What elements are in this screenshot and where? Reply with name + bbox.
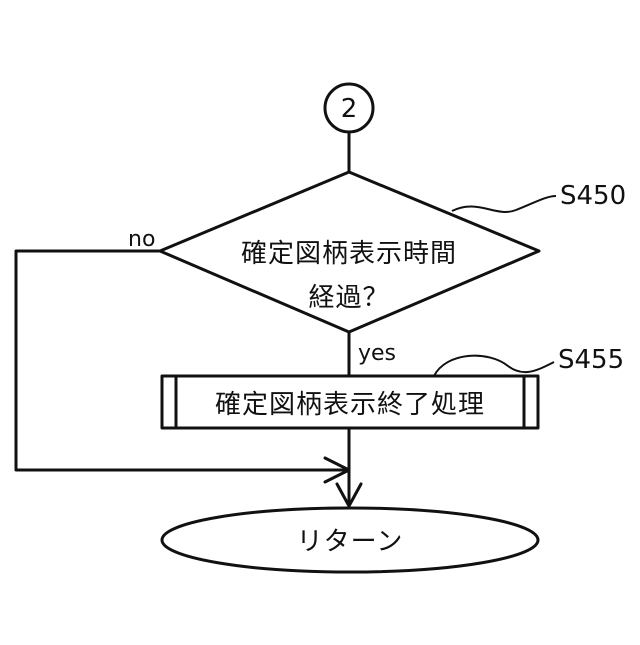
step-leader-s450 [452, 196, 556, 212]
connector-label: 2 [341, 94, 358, 124]
step-id-s455: S455 [558, 345, 624, 375]
terminal-text: リターン [297, 527, 404, 557]
no-label: no [128, 227, 155, 252]
step-leader-s455 [434, 356, 554, 376]
decision-text-line1: 確定図柄表示時間 [241, 239, 457, 269]
decision-text-line2: 経過？ [308, 283, 389, 313]
step-id-s450: S450 [560, 181, 626, 211]
no-branch-line [16, 251, 349, 470]
yes-label: yes [358, 341, 396, 366]
process-text: 確定図柄表示終了処理 [215, 390, 485, 420]
